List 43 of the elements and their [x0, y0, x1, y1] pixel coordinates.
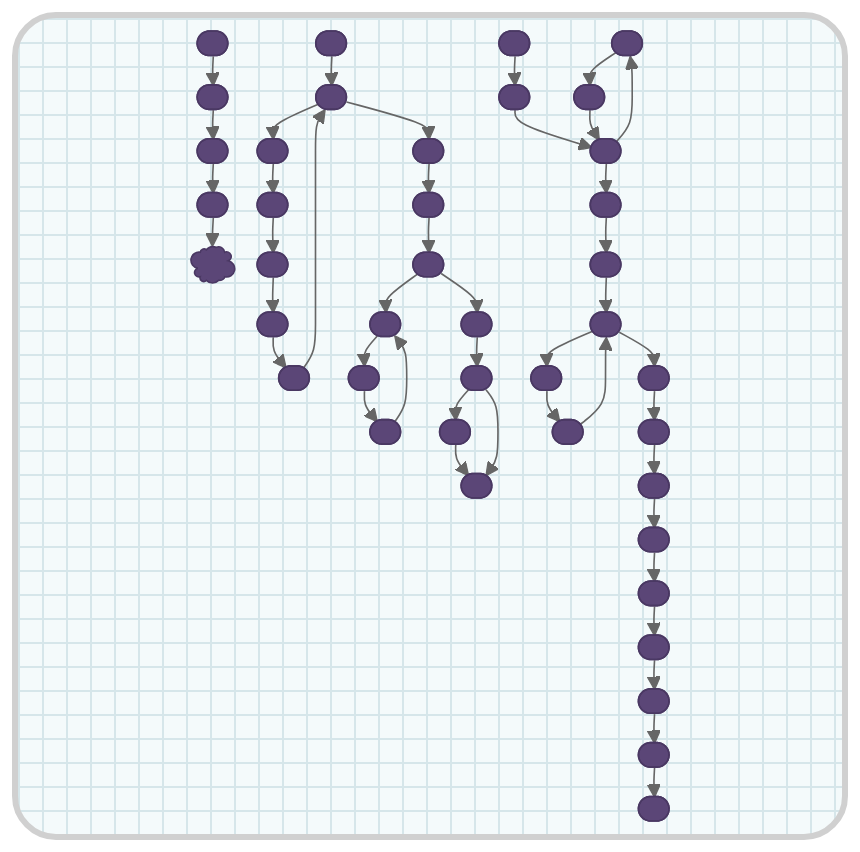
arrow — [393, 335, 409, 423]
arrow — [205, 55, 220, 87]
arrow — [582, 51, 617, 87]
arrow — [454, 444, 470, 477]
arrow — [598, 217, 613, 254]
arrow — [646, 713, 662, 745]
arrow — [615, 55, 640, 143]
arrow — [485, 388, 500, 477]
arrow — [324, 55, 339, 87]
arrow — [539, 330, 594, 368]
arrow — [421, 163, 436, 194]
arrow — [646, 551, 662, 583]
arrow — [514, 109, 593, 151]
arrow — [345, 101, 436, 141]
arrow — [646, 767, 662, 798]
arrow — [646, 444, 662, 475]
arrow — [646, 605, 662, 637]
arrow — [205, 217, 220, 248]
arrow — [469, 336, 484, 368]
arrow — [579, 336, 613, 426]
arrow — [205, 109, 220, 141]
arrow — [265, 103, 320, 141]
arrow — [646, 659, 662, 691]
arrow — [507, 55, 522, 87]
arrow — [545, 390, 561, 423]
arrow — [421, 217, 436, 254]
arrow — [356, 335, 379, 368]
arrow — [265, 163, 280, 194]
arrow — [378, 273, 419, 314]
arrow — [272, 336, 287, 369]
arrow — [646, 497, 662, 529]
arrow — [447, 388, 470, 422]
arrow — [302, 108, 326, 369]
arrow — [440, 272, 484, 314]
arrow — [646, 390, 662, 422]
arrow — [586, 109, 600, 141]
arrow — [265, 276, 280, 314]
arrow — [363, 390, 378, 423]
arrow — [598, 163, 613, 194]
arrow — [205, 163, 220, 194]
arrow — [265, 217, 280, 254]
arrow — [618, 331, 662, 368]
arrow — [598, 276, 613, 314]
